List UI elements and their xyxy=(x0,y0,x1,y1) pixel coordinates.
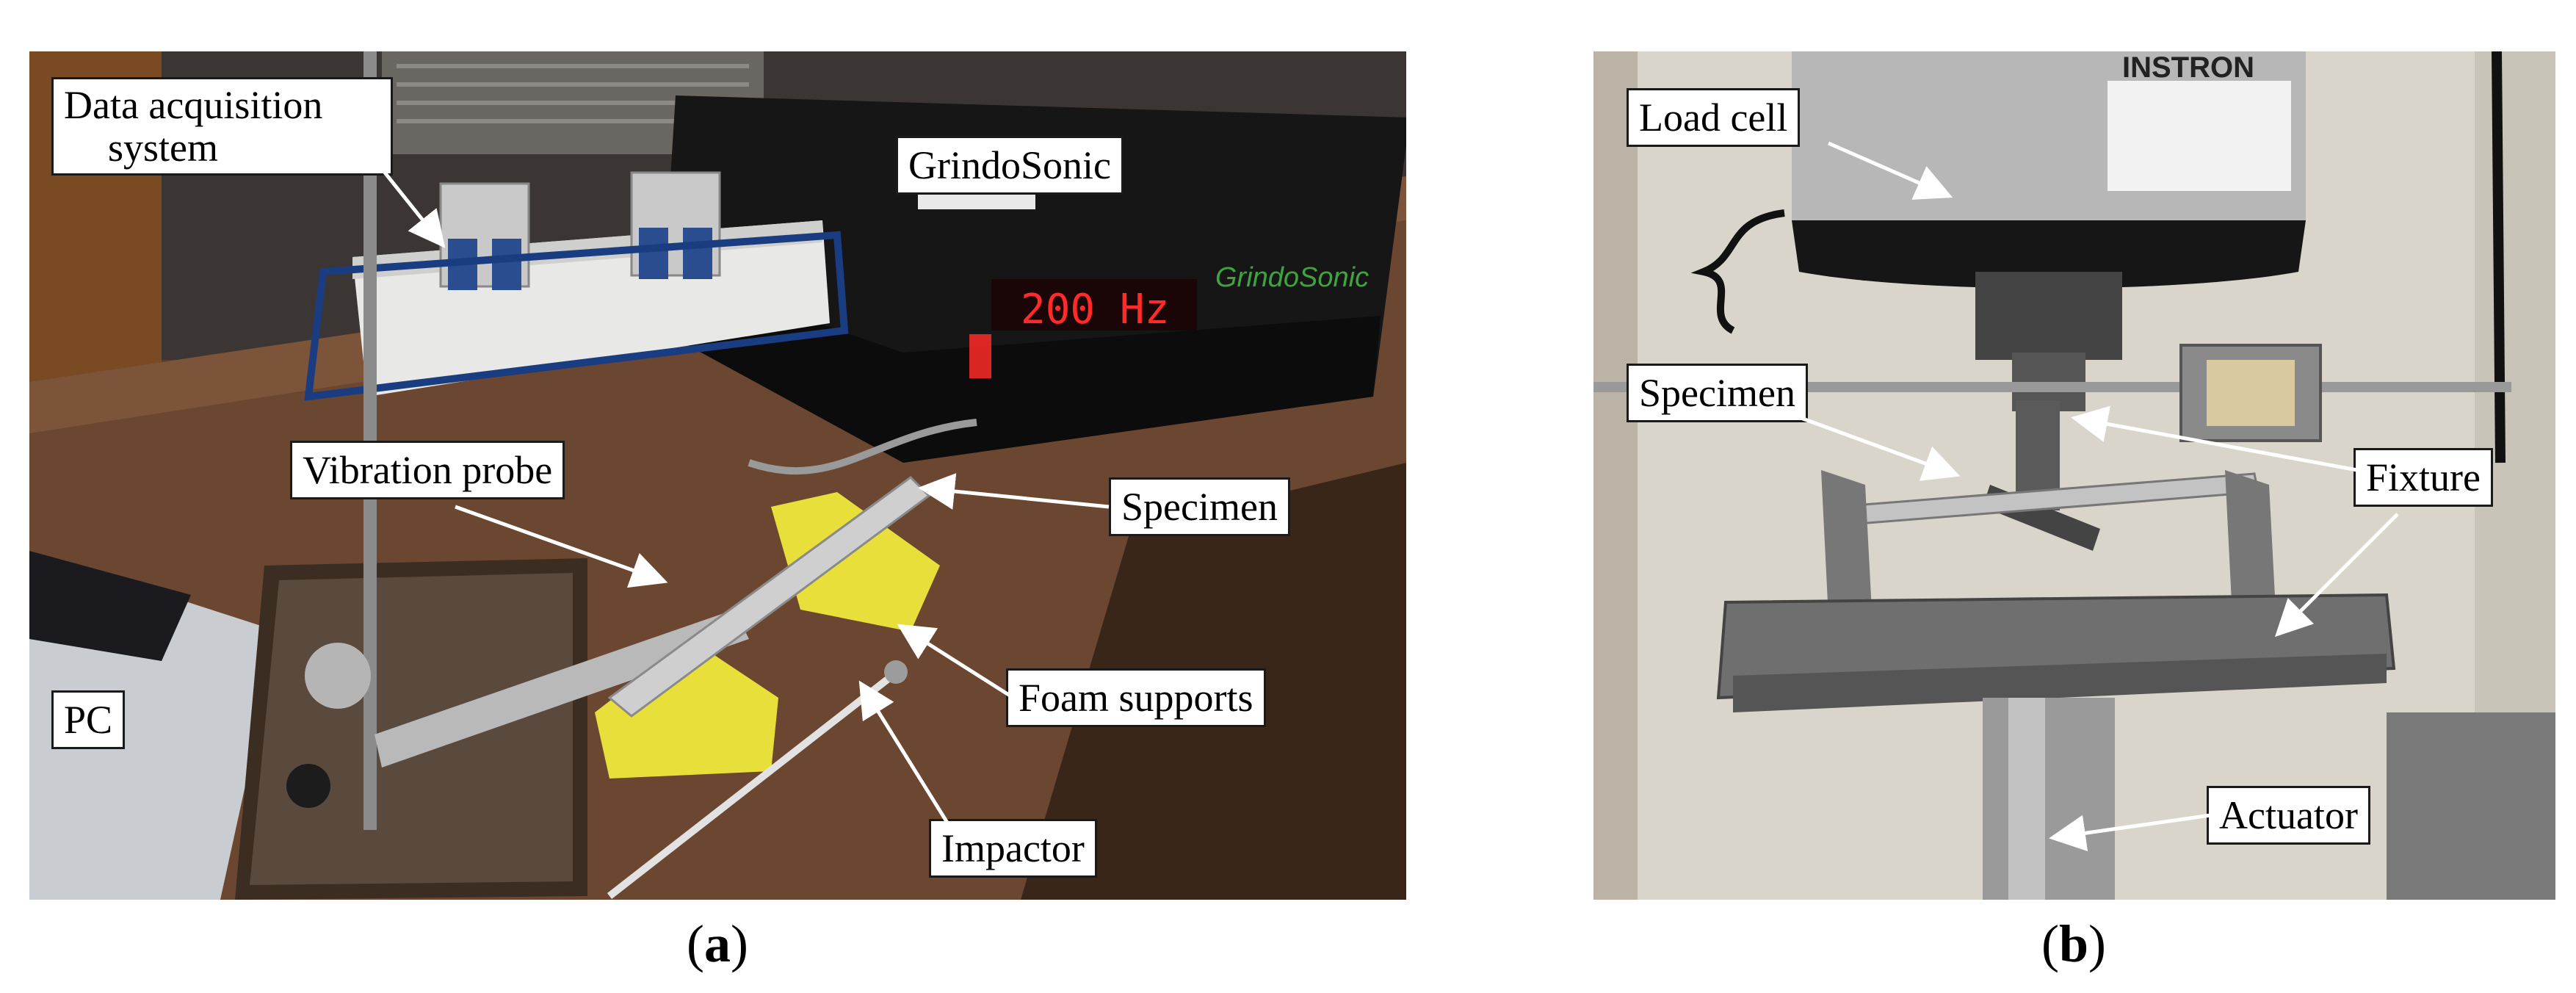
callout-daq-line1: Data acquisition xyxy=(64,83,323,127)
lab-setup-photo-a: 200 Hz GrindoSonic xyxy=(29,51,1406,900)
caption-a: (a) xyxy=(687,914,748,973)
callout-load-cell: Load cell xyxy=(1627,88,1801,147)
callout-foam-supports: Foam supports xyxy=(1006,668,1266,727)
device-brand-logo: GrindoSonic xyxy=(1215,262,1369,293)
lab-setup-photo-b: INSTRON xyxy=(1593,51,2555,900)
photo-panel-a: 200 Hz GrindoSonic xyxy=(29,51,1406,900)
callout-actuator: Actuator xyxy=(2207,786,2370,845)
callout-grindosonic: GrindoSonic xyxy=(896,136,1124,195)
photo-panel-b: INSTRON xyxy=(1593,51,2555,900)
caption-b-letter: b xyxy=(2058,914,2089,973)
caption-b: (b) xyxy=(2041,914,2107,973)
callout-daq: Data acquisition system xyxy=(51,77,393,176)
callout-daq-line2: system xyxy=(108,126,219,170)
frequency-readout: 200 Hz xyxy=(1021,286,1169,333)
callout-impactor: Impactor xyxy=(929,819,1097,878)
machine-brand-logo: INSTRON xyxy=(2122,51,2254,84)
callout-vibration-probe: Vibration probe xyxy=(290,441,565,499)
caption-a-letter: a xyxy=(703,914,731,973)
callout-fixture: Fixture xyxy=(2354,448,2493,507)
callout-specimen-a: Specimen xyxy=(1109,477,1290,536)
callout-pc: PC xyxy=(51,690,126,749)
callout-specimen-b: Specimen xyxy=(1627,364,1808,422)
